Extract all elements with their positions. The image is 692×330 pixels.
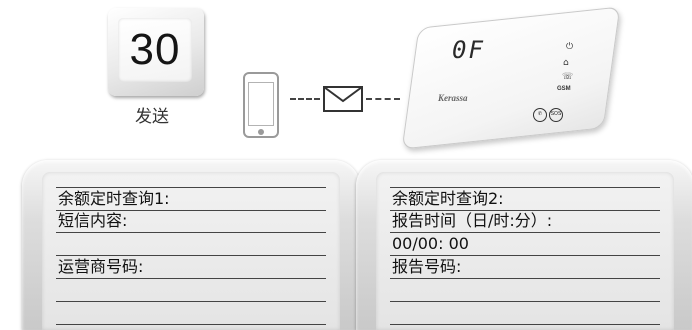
screen-right: 余额定时查询2: 报告时间（日/时:分）: 00/00: 00 报告号码: xyxy=(356,160,692,330)
phone-screen xyxy=(248,82,274,126)
screen-left: 余额定时查询1: 短信内容: 运营商号码: xyxy=(22,160,360,330)
panel-display: 0F xyxy=(452,36,485,64)
right-line-6 xyxy=(390,302,660,325)
right-line-3: 00/00: 00 xyxy=(390,233,660,256)
phone-home-button xyxy=(258,129,264,135)
phone-icon xyxy=(243,72,279,138)
right-line-4: 报告号码: xyxy=(390,256,660,279)
screen-right-lcd: 余额定时查询2: 报告时间（日/时:分）: 00/00: 00 报告号码: xyxy=(376,172,674,330)
message-link-right xyxy=(366,98,400,102)
code-key-text: 30 xyxy=(129,25,181,74)
left-line-6 xyxy=(56,302,326,325)
envelope-icon xyxy=(323,86,363,112)
left-line-3 xyxy=(56,233,326,256)
left-line-2: 短信内容: xyxy=(56,210,326,233)
right-line-5 xyxy=(390,279,660,302)
screen-left-lcd: 余额定时查询1: 短信内容: 运营商号码: xyxy=(42,172,340,330)
brand-logo: Kerassa xyxy=(438,93,468,103)
gsm-label: GSM xyxy=(557,86,571,92)
sms-code-key: 30 xyxy=(108,8,204,96)
alarm-panel xyxy=(401,6,621,150)
call-button-icon: ✆ xyxy=(533,108,547,122)
left-line-4: 运营商号码: xyxy=(56,256,326,279)
home-arm-icon: ⌂ xyxy=(563,58,569,68)
left-line-5 xyxy=(56,279,326,302)
message-link-left xyxy=(290,98,320,102)
right-line-1: 余额定时查询2: xyxy=(390,187,660,211)
left-line-1: 余额定时查询1: xyxy=(56,187,326,211)
sos-button: SOS xyxy=(549,108,563,122)
right-line-2: 报告时间（日/时:分）: xyxy=(390,210,660,233)
telephone-icon: ☏ xyxy=(562,72,574,82)
send-label: 发送 xyxy=(135,107,169,127)
code-key-face: 30 xyxy=(118,18,192,82)
power-icon: ⏻ xyxy=(566,42,574,52)
